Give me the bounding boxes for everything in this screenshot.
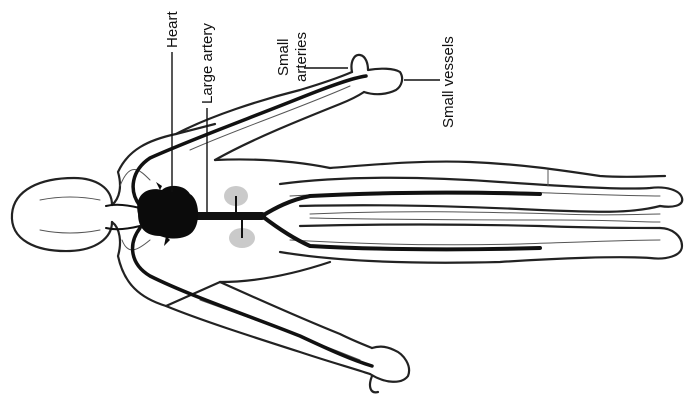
torso-side-bottom: [220, 262, 330, 282]
label-small-vessels: Small vessels: [440, 36, 457, 128]
top-arm-artery: [133, 76, 366, 206]
body-outline: [12, 55, 682, 392]
neck-artery-top: [106, 205, 140, 208]
torso-side-top: [215, 159, 665, 176]
top-hand: [351, 55, 402, 94]
upper-leg-inner: [300, 205, 660, 212]
lower-leg-inner: [300, 225, 660, 229]
labels: Heart Large artery Small arteries Small …: [164, 10, 457, 128]
label-heart: Heart: [164, 10, 181, 48]
label-large-artery: Large artery: [199, 23, 216, 104]
label-small-arteries-line2: arteries: [293, 32, 310, 82]
lower-arm-outer: [166, 306, 370, 374]
fine-vessels: [40, 86, 660, 360]
head-outline: [12, 178, 112, 251]
lower-leg-outer: [280, 228, 682, 263]
label-small-arteries-line1: Small: [275, 38, 292, 76]
bottom-hand: [370, 347, 409, 382]
heart-shape: [137, 182, 198, 246]
